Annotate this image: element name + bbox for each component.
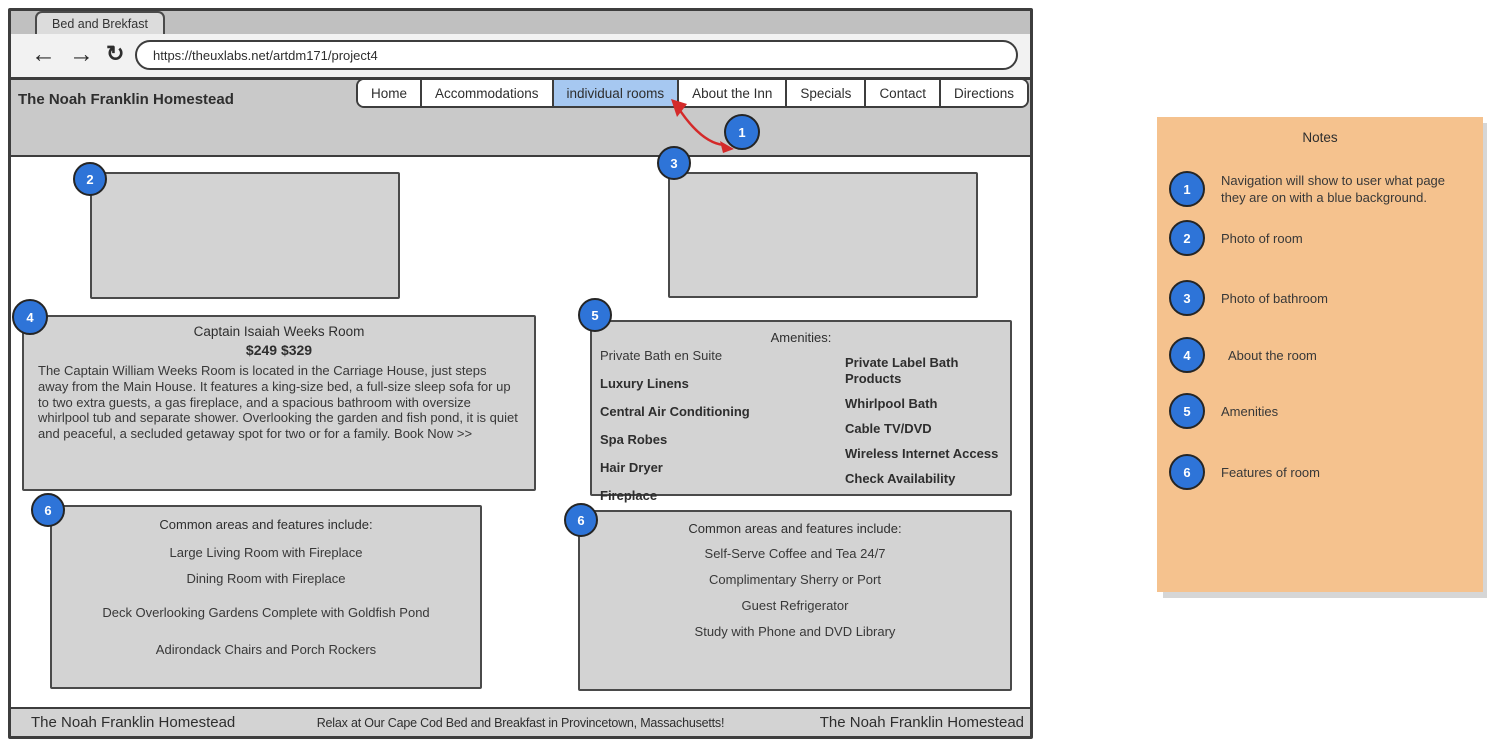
address-bar-url: https://theuxlabs.net/artdm171/project4 xyxy=(153,47,378,63)
room-description: The Captain William Weeks Room is locate… xyxy=(38,363,520,442)
main-nav: Home Accommodations individual rooms Abo… xyxy=(355,78,1029,108)
address-bar[interactable]: https://theuxlabs.net/artdm171/project4 xyxy=(135,40,1018,70)
note-row-3: 3 Photo of bathroom xyxy=(1169,280,1473,316)
bathroom-photo-placeholder xyxy=(668,172,978,298)
note-row-6: 6 Features of room xyxy=(1169,454,1473,490)
site-footer: The Noah Franklin Homestead Relax at Our… xyxy=(11,707,1030,736)
note-row-5: 5 Amenities xyxy=(1169,393,1473,429)
note-text-3: Photo of bathroom xyxy=(1221,290,1328,306)
amenity-item: Luxury Linens xyxy=(600,376,689,391)
browser-window: Bed and Brekfast ← → ↻ https://theuxlabs… xyxy=(8,8,1033,739)
common-area-item: Adirondack Chairs and Porch Rockers xyxy=(155,642,377,657)
amenities-right-column: Private Label Bath Products Whirlpool Ba… xyxy=(845,355,1010,496)
site-title: The Noah Franklin Homestead xyxy=(18,91,234,108)
common-areas-left-box: Common areas and features include: Large… xyxy=(50,505,482,689)
amenities-header: Amenities: xyxy=(770,330,832,345)
amenity-item: Central Air Conditioning xyxy=(600,404,750,419)
annotation-badge-5: 5 xyxy=(578,298,612,332)
note-badge-4: 4 xyxy=(1169,337,1205,373)
site-header: The Noah Franklin Homestead Home Accommo… xyxy=(11,78,1030,157)
common-areas-list: Self-Serve Coffee and Tea 24/7 Complimen… xyxy=(580,546,1010,640)
amenity-item: Whirlpool Bath xyxy=(845,396,938,411)
common-area-item: Self-Serve Coffee and Tea 24/7 xyxy=(704,546,886,561)
amenity-item: Private Label Bath Products xyxy=(845,355,959,386)
browser-tab-strip: Bed and Brekfast xyxy=(11,11,1030,34)
footer-site-name-left: The Noah Franklin Homestead xyxy=(31,714,236,731)
reload-icon[interactable]: ↻ xyxy=(106,41,125,66)
annotation-badge-3: 3 xyxy=(657,146,691,180)
nav-item-accommodations[interactable]: Accommodations xyxy=(419,80,552,106)
room-price: $249 $329 xyxy=(245,342,313,358)
nav-item-home[interactable]: Home xyxy=(357,80,420,106)
nav-item-individual-rooms[interactable]: individual rooms xyxy=(551,80,678,106)
browser-tab[interactable]: Bed and Brekfast xyxy=(35,11,165,34)
common-area-item: Large Living Room with Fireplace xyxy=(169,545,363,560)
note-text-1: Navigation will show to user what page t… xyxy=(1221,173,1446,205)
check-availability-link[interactable]: Check Availability xyxy=(845,471,956,486)
annotation-badge-4: 4 xyxy=(12,299,48,335)
common-area-item: Deck Overlooking Gardens Complete with G… xyxy=(102,605,430,620)
annotation-badge-6-left: 6 xyxy=(31,493,65,527)
note-row-4: 4 About the room xyxy=(1169,337,1480,373)
amenity-item: Fireplace xyxy=(600,488,658,503)
common-areas-header: Common areas and features include: xyxy=(159,517,373,532)
browser-toolbar: ← → ↻ https://theuxlabs.net/artdm171/pro… xyxy=(11,34,1030,80)
nav-item-about-the-inn[interactable]: About the Inn xyxy=(677,80,786,106)
common-area-item: Complimentary Sherry or Port xyxy=(709,572,881,587)
browser-tab-title: Bed and Brekfast xyxy=(52,16,148,31)
footer-site-name-right: The Noah Franklin Homestead xyxy=(819,714,1024,731)
annotation-badge-1: 1 xyxy=(724,114,760,150)
amenity-item: Cable TV/DVD xyxy=(845,421,932,436)
note-badge-1: 1 xyxy=(1169,171,1205,207)
note-badge-6: 6 xyxy=(1169,454,1205,490)
note-badge-3: 3 xyxy=(1169,280,1205,316)
notes-title: Notes xyxy=(1302,130,1338,145)
amenity-item: Private Bath en Suite xyxy=(600,348,723,363)
note-row-1: 1 Navigation will show to user what page… xyxy=(1169,171,1473,207)
common-areas-header: Common areas and features include: xyxy=(688,521,902,536)
room-photo-placeholder xyxy=(90,172,400,299)
room-info-box: Captain Isaiah Weeks Room $249 $329 The … xyxy=(22,315,536,491)
note-text-2: Photo of room xyxy=(1221,230,1303,246)
annotation-badge-2: 2 xyxy=(73,162,107,196)
common-area-item: Study with Phone and DVD Library xyxy=(694,624,896,639)
nav-item-specials[interactable]: Specials xyxy=(785,80,865,106)
note-text-6: Features of room xyxy=(1221,464,1320,480)
notes-panel: Notes 1 Navigation will show to user wha… xyxy=(1157,117,1483,592)
annotation-badge-6-right: 6 xyxy=(564,503,598,537)
amenities-box: Amenities: Private Bath en Suite Luxury … xyxy=(590,320,1012,503)
amenity-item: Hair Dryer xyxy=(600,460,663,475)
amenity-item: Wireless Internet Access xyxy=(845,446,999,461)
note-text-4: About the room xyxy=(1228,347,1317,363)
amenities-left-column: Private Bath en Suite Luxury Linens Cent… xyxy=(600,348,750,516)
book-now-link[interactable]: Book Now >> xyxy=(394,426,473,442)
nav-item-directions[interactable]: Directions xyxy=(938,80,1027,106)
footer-tagline: Relax at Our Cape Cod Bed and Breakfast … xyxy=(316,716,725,730)
forward-icon[interactable]: → xyxy=(69,40,94,68)
common-area-item: Dining Room with Fireplace xyxy=(186,571,346,586)
nav-item-contact[interactable]: Contact xyxy=(864,80,939,106)
note-row-2: 2 Photo of room xyxy=(1169,220,1473,256)
amenity-item: Spa Robes xyxy=(600,432,668,447)
back-icon[interactable]: ← xyxy=(31,40,56,68)
common-areas-right-box: Common areas and features include: Self-… xyxy=(578,510,1012,691)
common-areas-list: Large Living Room with Fireplace Dining … xyxy=(52,545,480,658)
note-badge-2: 2 xyxy=(1169,220,1205,256)
room-description-text: The Captain William Weeks Room is locate… xyxy=(38,363,518,442)
note-badge-5: 5 xyxy=(1169,393,1205,429)
room-title: Captain Isaiah Weeks Room xyxy=(193,324,365,339)
common-area-item: Guest Refrigerator xyxy=(741,598,849,613)
note-text-5: Amenities xyxy=(1221,403,1279,419)
